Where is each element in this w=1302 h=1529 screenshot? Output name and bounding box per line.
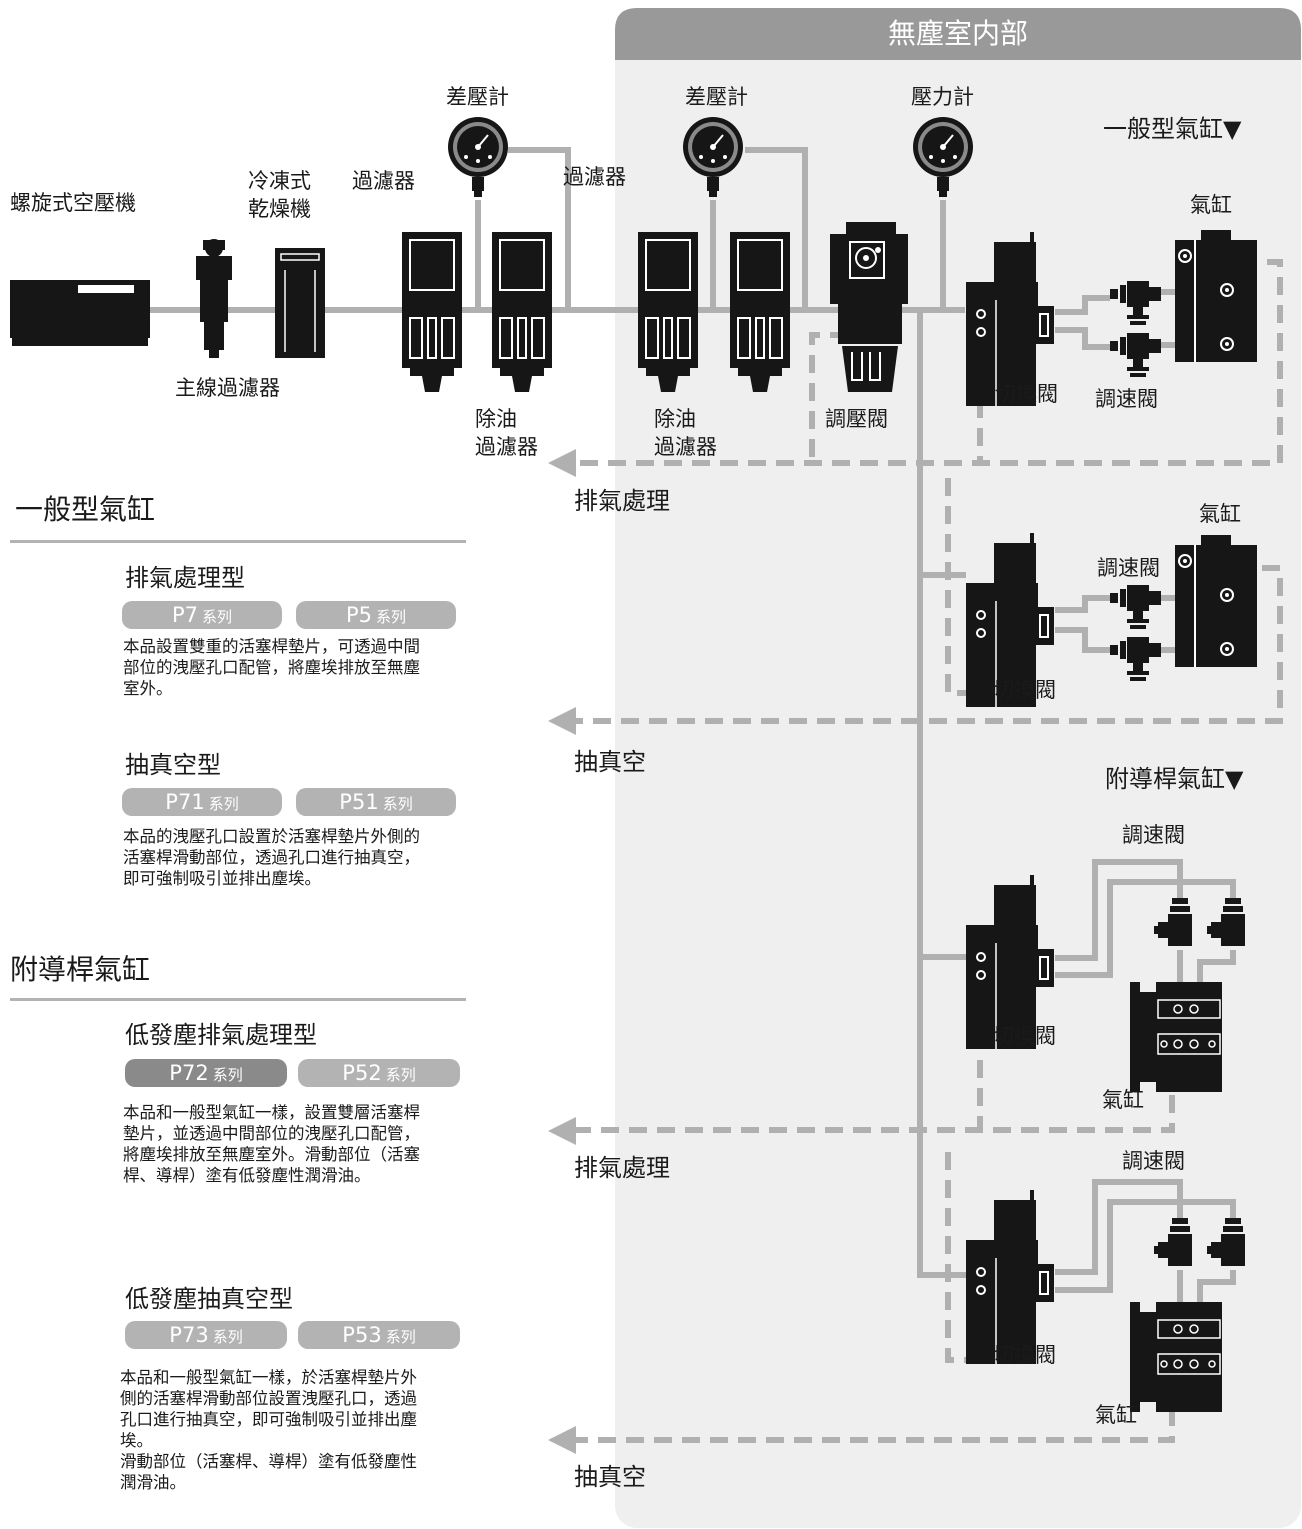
dryer-label-line2: 乾燥機 bbox=[248, 197, 311, 221]
oil-filter-unit bbox=[491, 231, 553, 393]
differential-gauge-icon bbox=[447, 116, 509, 198]
cylinder-label: 氣缸 bbox=[1102, 1088, 1144, 1112]
speed-valve-label: 調速閥 bbox=[1122, 1149, 1185, 1173]
oil-filter-label-line2: 過濾器 bbox=[475, 435, 538, 459]
diff-gauge-label: 差壓計 bbox=[446, 85, 509, 109]
type-description: 本品和一般型氣缸一樣，於活塞桿墊片外側的活塞桿滑動部位設置洩壓孔口，透過孔口進行… bbox=[120, 1368, 417, 1492]
section-divider bbox=[10, 998, 466, 1001]
pressure-gauge-label: 壓力計 bbox=[911, 85, 974, 109]
cylinder-label: 氣缸 bbox=[1095, 1403, 1137, 1427]
filter-label: 過濾器 bbox=[352, 169, 415, 193]
exhaust-treatment-label: 排氣處理 bbox=[574, 487, 670, 515]
exhaust-treatment-label: 排氣處理 bbox=[574, 1154, 670, 1182]
type-description: 本品和一般型氣缸一樣，設置雙層活塞桿墊片，並透過中間部位的洩壓孔口配管，將塵埃排… bbox=[123, 1103, 420, 1185]
type-title: 低發塵抽真空型 bbox=[125, 1285, 293, 1313]
vacuum-label: 抽真空 bbox=[574, 748, 646, 776]
type-title: 抽真空型 bbox=[125, 751, 221, 779]
section-title-guided: 附導桿氣缸 bbox=[10, 953, 151, 986]
refrigerated-dryer bbox=[275, 248, 325, 358]
oil-filter-label-line1: 除油 bbox=[654, 407, 696, 431]
type-description: 本品的洩壓孔口設置於活塞桿墊片外側的活塞桿滑動部位，透過孔口進行抽真空，即可強制… bbox=[123, 827, 420, 888]
switch-valve-label: 切換閥 bbox=[993, 1024, 1056, 1048]
compressor-label: 螺旋式空壓機 bbox=[10, 191, 136, 215]
filter-unit bbox=[401, 231, 463, 393]
cylinder-label: 氣缸 bbox=[1190, 193, 1232, 217]
regulator-label: 調壓閥 bbox=[825, 407, 888, 431]
speed-valve-label: 調速閥 bbox=[1122, 823, 1185, 847]
cleanroom-header-bar bbox=[615, 8, 1301, 60]
regulator bbox=[830, 222, 908, 392]
switch-valve-label: 切換閥 bbox=[993, 678, 1056, 702]
main-line-filter bbox=[196, 239, 232, 358]
oil-filter-unit bbox=[729, 231, 791, 393]
vacuum-label: 抽真空 bbox=[574, 1463, 646, 1491]
guided-cylinder bbox=[1129, 1301, 1223, 1413]
filter-unit bbox=[637, 231, 699, 393]
general-cylinder bbox=[1174, 229, 1258, 363]
filter-label: 過濾器 bbox=[563, 165, 626, 189]
general-cylinder-heading: 一般型氣缸▼ bbox=[1103, 115, 1242, 143]
cleanroom-region bbox=[615, 8, 1301, 1528]
switch-valve-label: 切換閥 bbox=[993, 1343, 1056, 1367]
screw-compressor bbox=[10, 280, 150, 346]
guided-cylinder bbox=[1129, 981, 1223, 1093]
cylinder-label: 氣缸 bbox=[1199, 502, 1241, 526]
main-line-filter-label: 主線過濾器 bbox=[175, 376, 280, 400]
switch-valve-label: 切換閥 bbox=[995, 382, 1058, 406]
diff-gauge-label: 差壓計 bbox=[685, 85, 748, 109]
section-title-general: 一般型氣缸 bbox=[15, 493, 156, 526]
type-title: 排氣處理型 bbox=[125, 564, 245, 592]
general-cylinder bbox=[1174, 534, 1258, 668]
guided-cylinder-heading: 附導桿氣缸▼ bbox=[1105, 765, 1244, 793]
exhaust-arrowheads bbox=[548, 449, 576, 1454]
cleanroom-title: 無塵室内部 bbox=[887, 17, 1028, 50]
oil-filter-label-line2: 過濾器 bbox=[654, 435, 717, 459]
speed-valve-label: 調速閥 bbox=[1097, 556, 1160, 580]
section-divider bbox=[10, 540, 466, 543]
type-description: 本品設置雙重的活塞桿墊片，可透過中間部位的洩壓孔口配管，將塵埃排放至無塵室外。 bbox=[123, 637, 420, 698]
oil-filter-label-line1: 除油 bbox=[475, 407, 517, 431]
speed-valve-label: 調速閥 bbox=[1095, 387, 1158, 411]
dryer-label-line1: 冷凍式 bbox=[248, 169, 311, 193]
type-title: 低發塵排氣處理型 bbox=[125, 1021, 317, 1049]
